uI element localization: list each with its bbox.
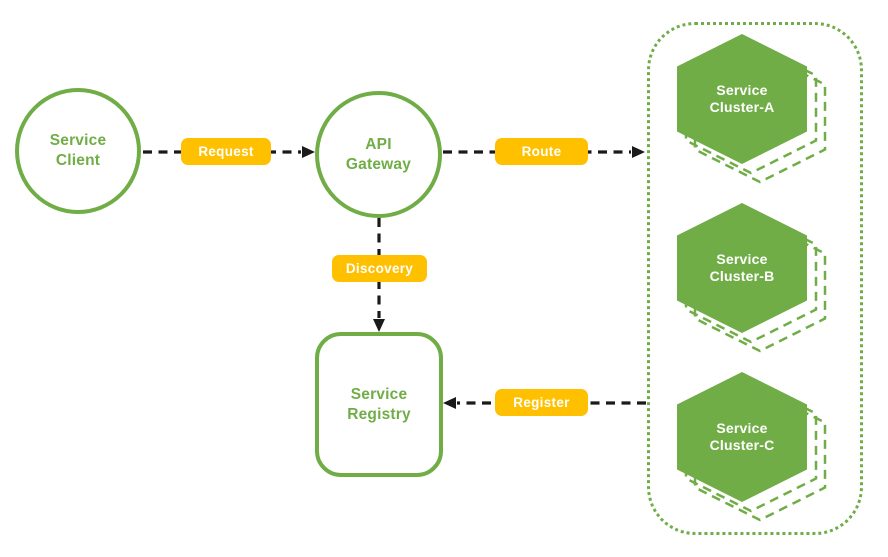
route-edge-badge: Route xyxy=(495,138,588,165)
service-cluster-c-node: Service Cluster-C xyxy=(677,372,807,502)
arrowheads xyxy=(302,146,645,409)
service-clusters-group-border xyxy=(647,22,863,535)
service-cluster-b-node: Service Cluster-B xyxy=(677,203,807,333)
register-edge-badge: Register xyxy=(495,389,588,416)
request-edge-badge: Request xyxy=(181,138,271,165)
route-edge-label: Route xyxy=(521,144,562,159)
service-cluster-b-label: Service Cluster-B xyxy=(709,251,775,284)
service-registry-label: Service Registry xyxy=(347,385,411,423)
register-edge-label: Register xyxy=(513,395,570,410)
service-cluster-c-label: Service Cluster-C xyxy=(709,420,775,453)
service-client-label: Service Client xyxy=(49,132,107,169)
service-client-node: Service Client xyxy=(15,88,141,214)
request-edge-label: Request xyxy=(198,144,254,159)
route-arrowhead xyxy=(632,146,645,158)
discovery-arrowhead xyxy=(373,319,385,332)
discovery-edge-badge: Discovery xyxy=(332,255,427,282)
service-cluster-a-node: Service Cluster-A xyxy=(677,34,807,164)
discovery-edge-label: Discovery xyxy=(345,261,414,276)
register-arrowhead xyxy=(443,397,456,409)
service-registry-node: Service Registry xyxy=(315,332,443,477)
service-cluster-a-label: Service Cluster-A xyxy=(709,82,775,115)
api-gateway-label: API Gateway xyxy=(345,135,412,173)
api-gateway-node: API Gateway xyxy=(315,91,442,218)
request-arrowhead xyxy=(302,146,315,158)
